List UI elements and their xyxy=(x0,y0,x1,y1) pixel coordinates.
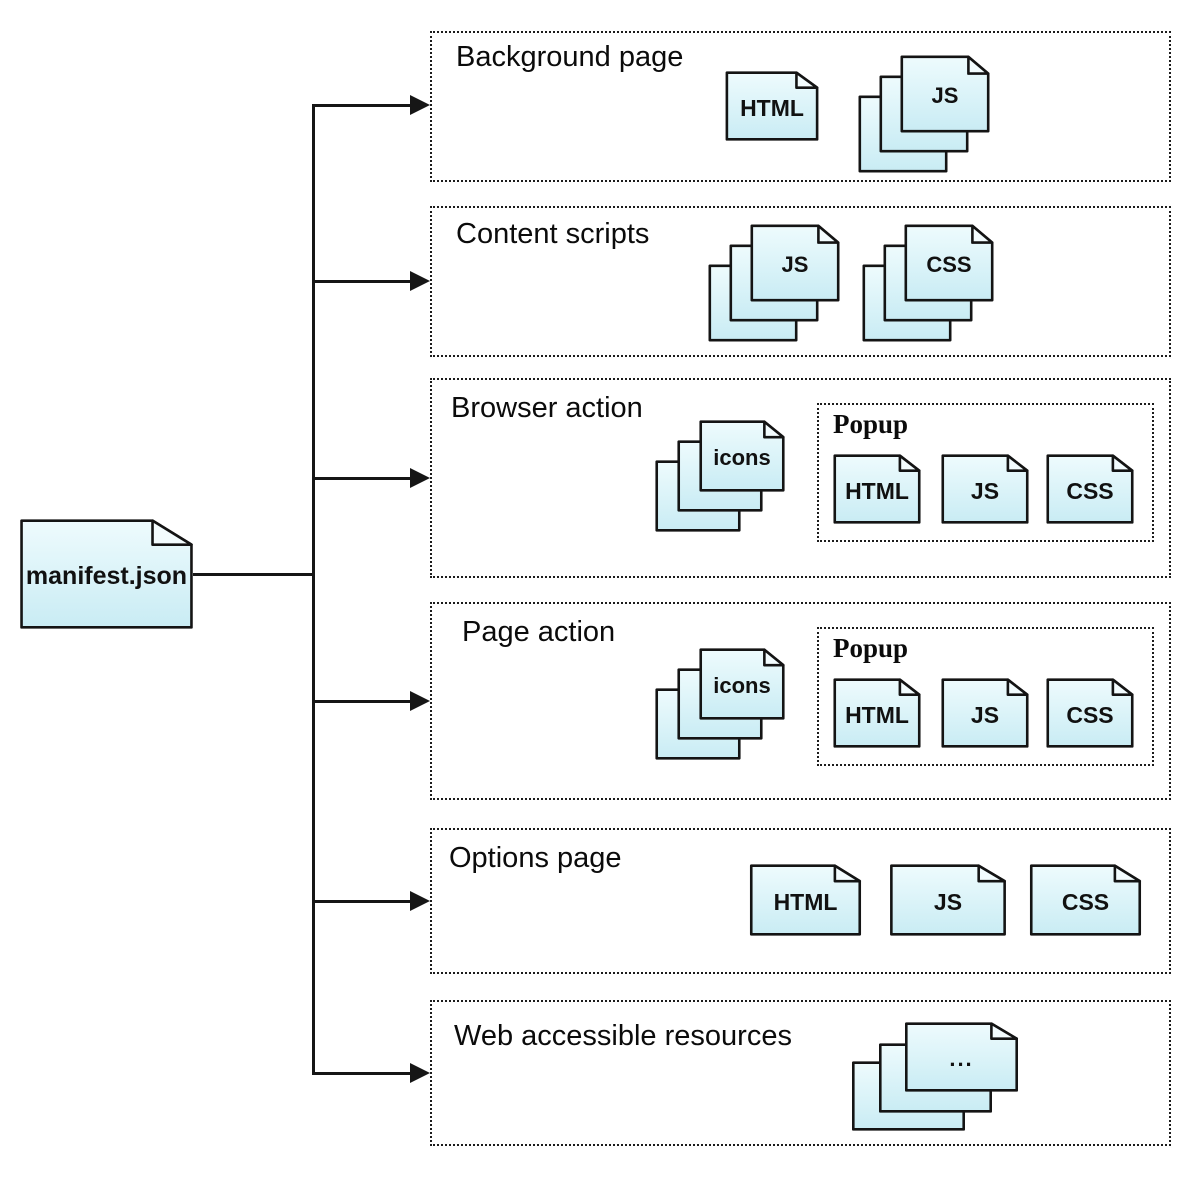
file-label: HTML xyxy=(740,94,804,121)
file-stack-js: JS xyxy=(708,224,840,342)
file-label: JS xyxy=(970,477,1000,504)
stack-doc-front: JS xyxy=(900,55,990,133)
file-label: CSS xyxy=(1066,477,1114,504)
file-stack-js: JS xyxy=(858,55,990,173)
file-label: CSS xyxy=(1066,701,1114,728)
manifest-file-icon: manifest.json xyxy=(18,518,195,630)
branch-line-browser-action xyxy=(312,477,412,480)
section-box-options-page: Options page HTML JS CSS xyxy=(430,828,1171,974)
file-icon-css: CSS xyxy=(1029,864,1142,936)
file-stack-icons: icons xyxy=(655,420,785,532)
branch-line-options-page xyxy=(312,900,412,903)
file-label: JS xyxy=(931,83,959,108)
file-icon-html: HTML xyxy=(833,454,921,524)
file-label: icons xyxy=(713,673,771,698)
file-stack-icons: icons xyxy=(655,648,785,760)
file-label: icons xyxy=(713,445,771,470)
stack-doc-front: icons xyxy=(699,420,785,492)
file-icon-html: HTML xyxy=(725,71,819,141)
section-box-web-accessible-resources: Web accessible resources ... xyxy=(430,1000,1171,1146)
stack-doc-front: JS xyxy=(750,224,840,302)
stack-doc-front: CSS xyxy=(904,224,994,302)
file-label: JS xyxy=(970,701,1000,728)
section-title: Content scripts xyxy=(456,218,650,250)
section-box-background-page: Background page HTML JS xyxy=(430,31,1171,182)
popup-title: Popup xyxy=(833,633,909,663)
file-label: HTML xyxy=(773,888,838,915)
file-stack-resources: ... xyxy=(851,1022,1019,1131)
file-icon-html: HTML xyxy=(749,864,862,936)
file-icon-html: HTML xyxy=(833,678,921,748)
arrow-icon-background-page xyxy=(410,95,430,115)
stack-doc-front: icons xyxy=(699,648,785,720)
file-label: ... xyxy=(949,1046,974,1071)
arrow-icon-browser-action xyxy=(410,468,430,488)
file-label: HTML xyxy=(845,701,909,728)
arrow-icon-page-action xyxy=(410,691,430,711)
file-label: JS xyxy=(781,252,809,277)
file-icon-js: JS xyxy=(941,678,1029,748)
file-icon-css: CSS xyxy=(1046,454,1134,524)
file-icon-js: JS xyxy=(941,454,1029,524)
section-box-page-action: Page action icons Popup HTML JS xyxy=(430,602,1171,800)
section-title: Browser action xyxy=(451,392,643,424)
document-shape xyxy=(18,518,195,630)
section-box-content-scripts: Content scripts JS CSS xyxy=(430,206,1171,357)
arrow-icon-web-accessible-resources xyxy=(410,1063,430,1083)
manifest-connector-line xyxy=(193,573,314,576)
popup-box: Popup HTML JS CSS xyxy=(817,627,1154,766)
branch-line-page-action xyxy=(312,700,412,703)
file-label: CSS xyxy=(1061,888,1110,915)
section-title: Web accessible resources xyxy=(454,1020,792,1052)
section-title: Background page xyxy=(456,41,684,73)
file-label: HTML xyxy=(845,477,909,504)
branch-line-content-scripts xyxy=(312,280,412,283)
manifest-label: manifest.json xyxy=(25,561,188,590)
section-title: Options page xyxy=(449,842,622,874)
popup-box: Popup HTML JS CSS xyxy=(817,403,1154,542)
file-icon-js: JS xyxy=(889,864,1007,936)
branch-line-background-page xyxy=(312,104,412,107)
file-label: CSS xyxy=(926,252,972,277)
file-stack-css: CSS xyxy=(862,224,994,342)
arrow-icon-content-scripts xyxy=(410,271,430,291)
file-icon-css: CSS xyxy=(1046,678,1134,748)
section-box-browser-action: Browser action icons Popup HTML JS xyxy=(430,378,1171,578)
file-label: JS xyxy=(933,888,963,915)
stack-doc-front: ... xyxy=(904,1022,1019,1092)
popup-title: Popup xyxy=(833,409,909,439)
arrow-icon-options-page xyxy=(410,891,430,911)
section-title: Page action xyxy=(462,616,616,648)
trunk-line xyxy=(312,104,315,1075)
branch-line-web-accessible-resources xyxy=(312,1072,412,1075)
